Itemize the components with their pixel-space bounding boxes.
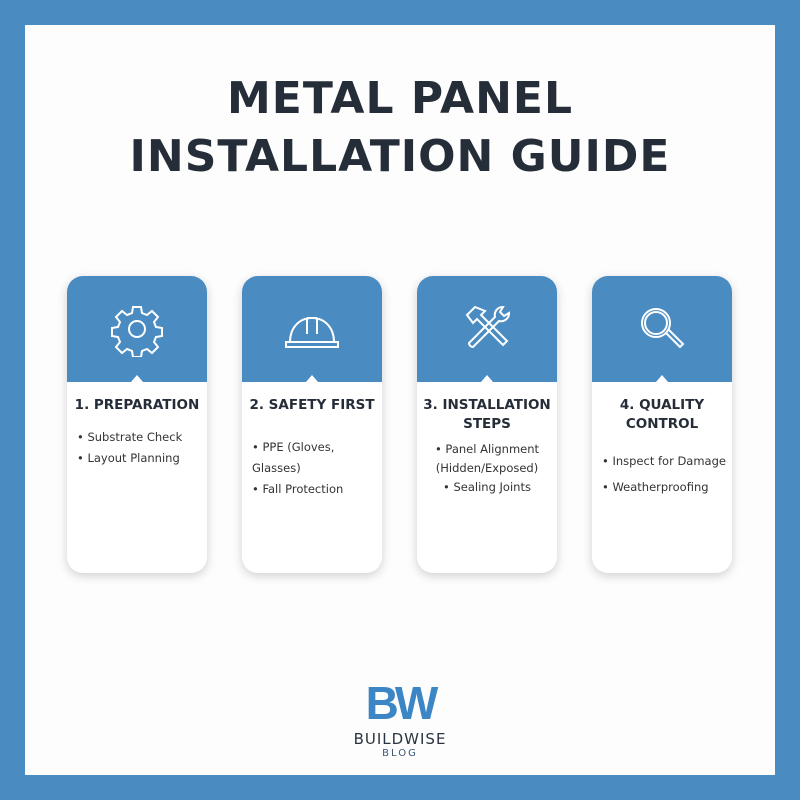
card-header xyxy=(417,276,557,382)
card-installation: 3. INSTALLATION STEPS Panel Alignment (H… xyxy=(417,276,557,573)
logo-sub: BLOG xyxy=(382,748,418,759)
page-title: METAL PANEL INSTALLATION GUIDE xyxy=(0,70,800,186)
list-item: Substrate Check xyxy=(77,427,207,448)
card-safety: 2. SAFETY FIRST PPE (Gloves, Glasses) Fa… xyxy=(242,276,382,573)
brand-logo: BW BUILDWISE BLOG xyxy=(0,680,800,759)
card-heading: 3. INSTALLATION STEPS xyxy=(423,397,551,432)
logo-name: BUILDWISE xyxy=(353,730,447,748)
logo-mark: BW xyxy=(365,677,439,729)
card-heading: 4. QUALITY CONTROL xyxy=(619,397,705,432)
hammer-wrench-icon xyxy=(465,305,510,349)
list-item: Weatherproofing xyxy=(602,474,732,500)
card-heading: 1. PREPARATION xyxy=(74,397,200,413)
list-item: Sealing Joints xyxy=(423,478,551,497)
card-list: Substrate Check Layout Planning xyxy=(77,427,207,469)
title-line-1: METAL PANEL xyxy=(226,73,574,124)
card-list: Inspect for Damage Weatherproofing xyxy=(602,448,732,500)
list-item: Layout Planning xyxy=(77,448,207,469)
list-item: PPE (Gloves, Glasses) xyxy=(252,437,382,479)
card-list: PPE (Gloves, Glasses) Fall Protection xyxy=(252,437,382,500)
card-quality: 4. QUALITY CONTROL Inspect for Damage We… xyxy=(592,276,732,573)
card-header xyxy=(242,276,382,382)
gear-icon xyxy=(111,306,163,357)
title-line-2: INSTALLATION GUIDE xyxy=(129,131,671,182)
card-heading: 2. SAFETY FIRST xyxy=(249,397,375,413)
card-preparation: 1. PREPARATION Substrate Check Layout Pl… xyxy=(67,276,207,573)
magnifier-icon xyxy=(641,308,685,349)
card-header xyxy=(67,276,207,382)
card-list: Panel Alignment (Hidden/Exposed) Sealing… xyxy=(423,440,551,497)
list-item: Inspect for Damage xyxy=(602,448,732,474)
card-header xyxy=(592,276,732,382)
hard-hat-icon xyxy=(285,316,339,348)
list-item: Panel Alignment (Hidden/Exposed) xyxy=(423,440,551,478)
list-item: Fall Protection xyxy=(252,479,382,500)
